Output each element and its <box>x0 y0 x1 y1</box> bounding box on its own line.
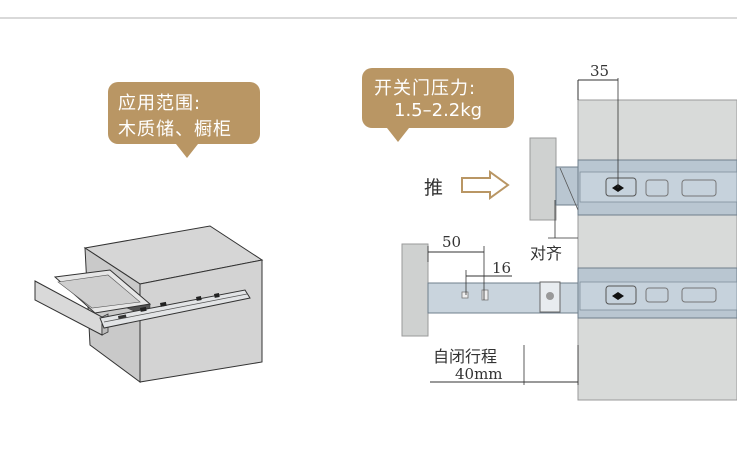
pressure-callout-tail <box>387 128 409 142</box>
push-label: 推 <box>424 177 444 199</box>
top-divider <box>0 17 737 19</box>
cabinet-illustration <box>34 225 264 383</box>
slide-technical-drawing <box>401 78 737 401</box>
pressure-callout: 开关门压力: 1.5–2.2kg <box>362 68 514 142</box>
self-close-label: 自闭行程 <box>433 347 498 366</box>
pressure-title: 开关门压力: <box>374 78 477 99</box>
dim-35-label: 35 <box>590 62 610 80</box>
dim-50-label: 50 <box>442 233 462 251</box>
dim-16-label: 16 <box>492 259 512 277</box>
travel-label: 40mm <box>455 365 503 383</box>
usage-text: 木质储、橱柜 <box>118 119 232 140</box>
usage-callout: 应用范围: 木质储、橱柜 <box>108 82 260 158</box>
align-label: 对齐 <box>530 244 563 263</box>
usage-callout-tail <box>176 144 198 158</box>
pressure-value: 1.5–2.2kg <box>394 100 483 121</box>
usage-title: 应用范围: <box>118 93 202 114</box>
